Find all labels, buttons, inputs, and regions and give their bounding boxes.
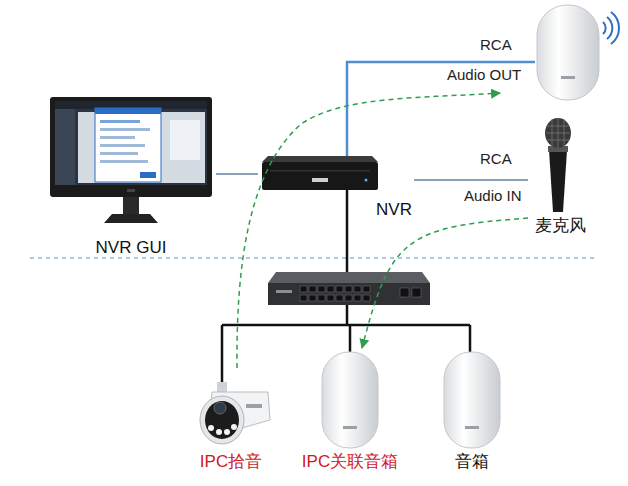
audio-flow-arrow xyxy=(237,93,500,368)
device-caption: 音箱 xyxy=(455,452,489,472)
network-wire xyxy=(346,190,349,273)
speaker-icon xyxy=(537,5,619,100)
connector xyxy=(216,173,258,175)
device-caption: 麦克风 xyxy=(535,216,586,236)
microphone-icon xyxy=(545,118,571,212)
speaker-node: 音箱 xyxy=(440,348,504,474)
device-caption: NVR GUI xyxy=(96,238,167,258)
nvr-icon xyxy=(262,156,378,190)
microphone-node: 麦克风 xyxy=(528,116,592,238)
device-caption: NVR xyxy=(376,200,412,220)
monitor-node: NVR GUI xyxy=(46,94,216,260)
signal-label: RCA xyxy=(478,150,514,167)
signal-label: RCA xyxy=(478,36,514,53)
separator-line xyxy=(30,258,598,259)
speaker-icon xyxy=(444,352,500,448)
camera-node: IPC拾音 xyxy=(188,380,274,474)
device-caption: IPC拾音 xyxy=(200,452,262,472)
nvr-node: NVR xyxy=(258,154,414,222)
speaker-icon xyxy=(322,352,378,448)
signal-label: Audio OUT xyxy=(445,66,523,83)
device-caption: IPC关联音箱 xyxy=(302,452,398,472)
switch-icon xyxy=(268,272,430,305)
audio-out-wire xyxy=(347,62,535,160)
signal-label: Audio IN xyxy=(462,187,524,204)
speaker-node: IPC关联音箱 xyxy=(288,348,412,474)
camera-icon xyxy=(200,382,270,444)
monitor-icon xyxy=(50,97,212,223)
connector xyxy=(414,179,528,181)
connector xyxy=(362,218,528,348)
